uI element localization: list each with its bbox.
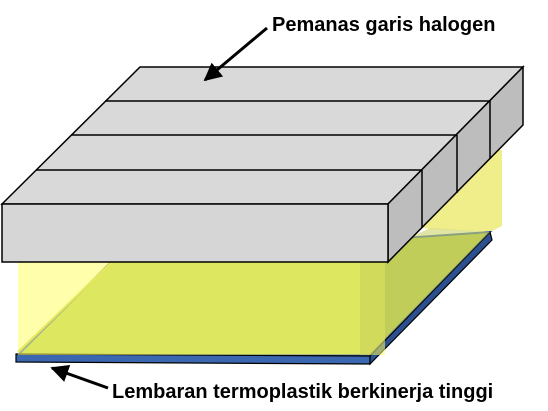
sheet-diagonal-edge [17,261,113,353]
heater-arrow [203,26,268,82]
sheet-arrow [50,364,109,390]
light-glow-front [18,262,385,355]
sheet-side-edge [369,230,493,366]
heater-label: Pemanas garis halogen [272,14,495,36]
sheet-callout: Lembaran termoplastik berkinerja tinggi [50,364,493,403]
light-glow-side [360,228,490,355]
sheet-label: Lembaran termoplastik berkinerja tinggi [112,381,493,403]
sheet-front-edge [15,353,371,365]
heater-front-face [1,203,389,263]
halogen-heater [0,65,525,264]
heater-callout: Pemanas garis halogen [203,14,495,82]
light-glow-back [420,150,502,232]
